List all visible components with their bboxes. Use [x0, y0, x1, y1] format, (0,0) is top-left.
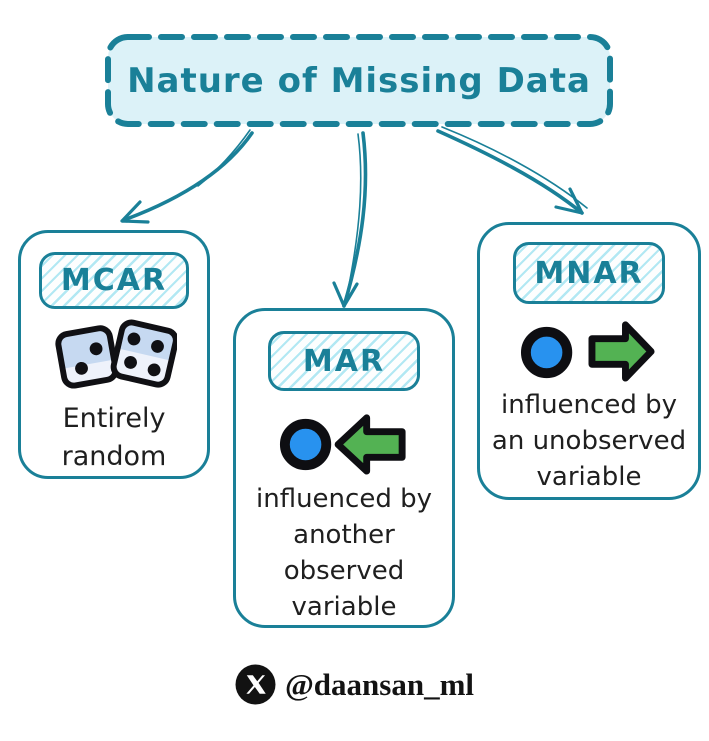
mcar-description: Entirely random	[61, 403, 167, 472]
green-arrow-right	[588, 321, 655, 382]
mnar-description: influenced by an unobserved variable	[491, 390, 687, 492]
blue-dot	[279, 418, 332, 471]
green-arrow-left	[334, 414, 406, 475]
attribution-bar: @daansan_ml	[0, 664, 709, 705]
die-right	[110, 319, 177, 388]
title-box: Nature of Missing Data	[104, 33, 614, 128]
attribution-handle: @daansan_ml	[284, 666, 475, 702]
mar-description: influenced by another observed variable	[256, 484, 432, 622]
card-mnar: MNAR influenced by an unobserved variabl…	[477, 222, 701, 500]
blue-dot	[520, 326, 573, 379]
dice-icon	[55, 319, 177, 389]
card-mar: MAR influenced by another observed varia…	[233, 308, 455, 628]
label-mnar: MNAR	[513, 242, 665, 304]
die-left	[55, 325, 119, 389]
arrow-to-mcar	[122, 131, 254, 222]
blue-dot-arrow-right-icon	[520, 321, 655, 382]
label-mcar: MCAR	[39, 252, 189, 309]
arrow-to-mnar	[436, 129, 584, 215]
arrow-to-mar	[342, 131, 368, 308]
x-logo-icon	[235, 664, 276, 705]
card-mcar: MCAR Entirely rand	[18, 230, 210, 479]
page-title: Nature of Missing Data	[127, 60, 591, 101]
title-box-border	[105, 34, 613, 127]
blue-dot-arrow-left-icon	[279, 414, 406, 475]
label-mar: MAR	[268, 331, 420, 391]
